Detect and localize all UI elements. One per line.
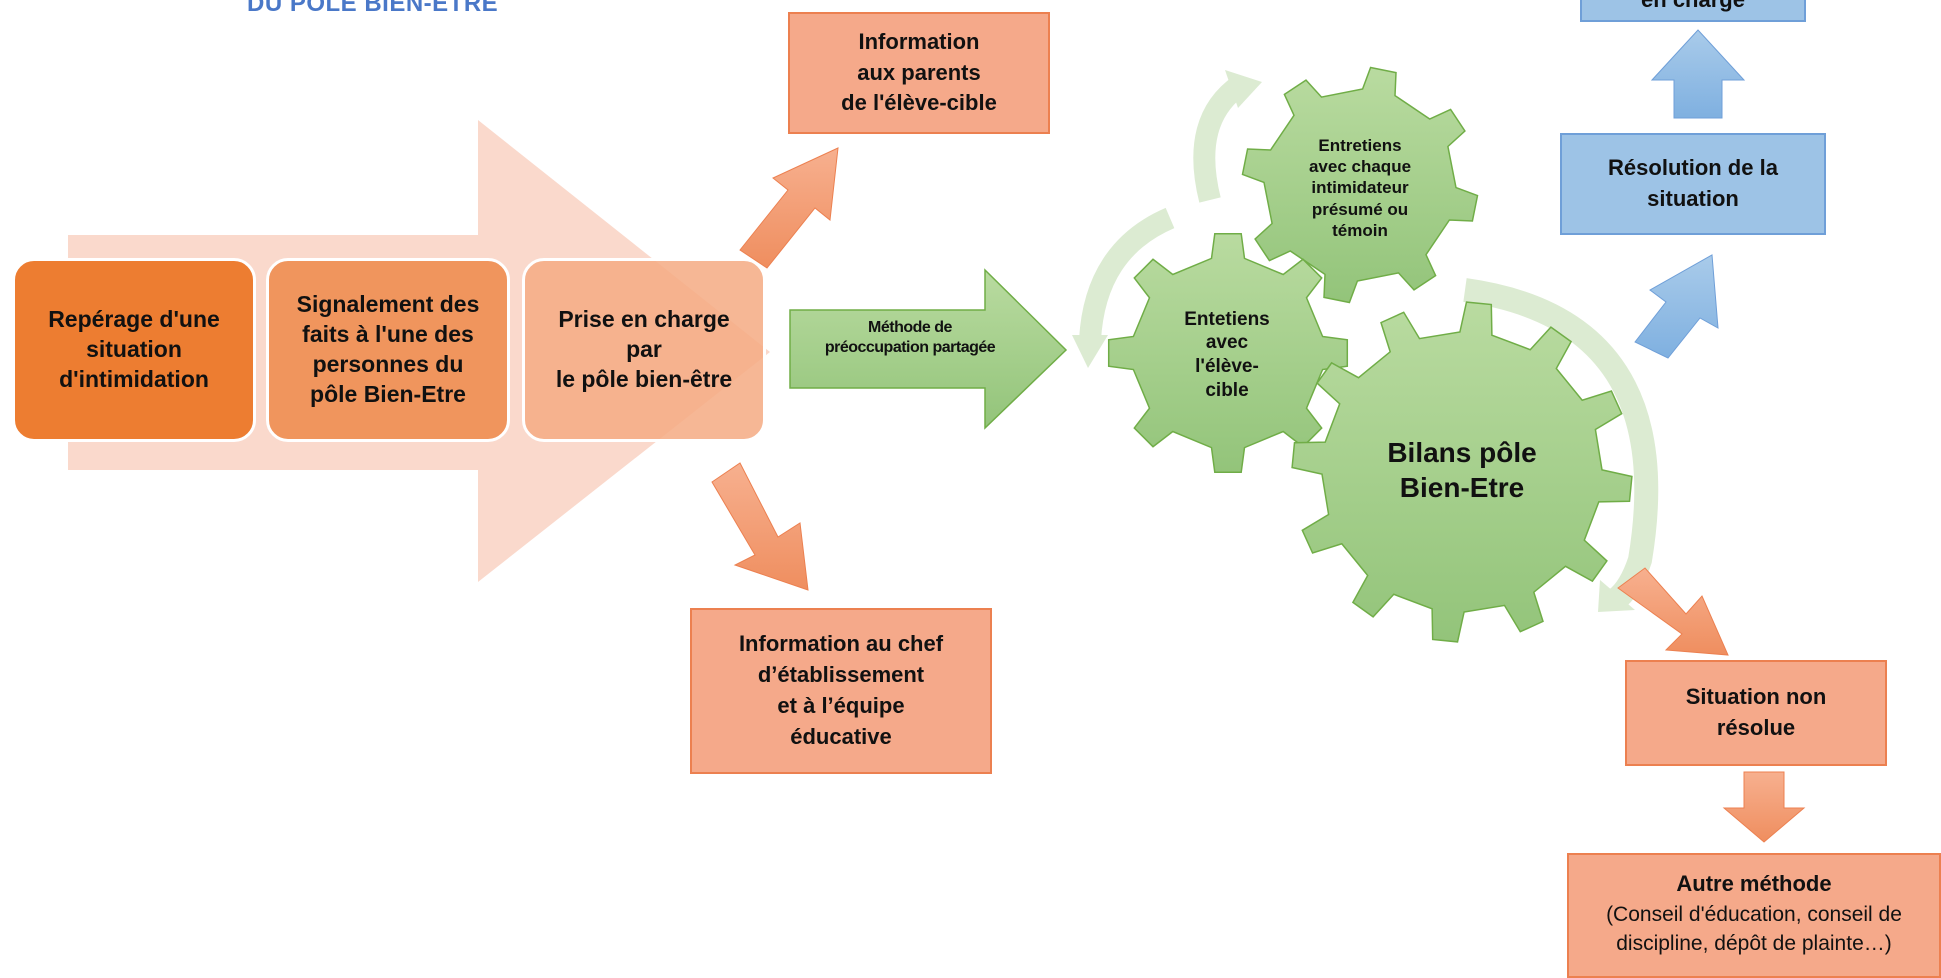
info-chef-line: d’établissement	[757, 662, 925, 688]
step-signalement-line: faits à l'une des	[302, 321, 474, 348]
gear-left-label-line: avec	[1205, 332, 1249, 354]
top-cut-box: en charge	[1580, 0, 1806, 22]
method-arrow	[789, 268, 1068, 430]
non-resolue-line: résolue	[1716, 715, 1796, 740]
step-prise-line: par	[626, 336, 662, 363]
gear-left-label: Entetiens avec l'élève- cible	[1147, 290, 1307, 420]
non-resolue-box: Situation non résolue	[1625, 660, 1887, 766]
method-label-line: Méthode de	[868, 319, 952, 336]
resolution-box: Résolution de la situation	[1560, 133, 1826, 235]
gear-left-label-line: cible	[1205, 379, 1249, 401]
step-signalement: Signalement des faits à l'une des person…	[266, 258, 510, 442]
gear-big-shape	[1291, 301, 1633, 643]
arrow-to-non-resolue	[1617, 567, 1729, 656]
method-label: Méthode de préoccupation partagée	[790, 318, 1030, 358]
arrow-to-resolution	[1634, 254, 1719, 359]
gear-big-label-line: Bilans pôle	[1387, 437, 1537, 468]
step-signalement-line: personnes du	[312, 351, 464, 377]
resolution-line: situation	[1647, 186, 1739, 211]
arrow-to-parents	[739, 147, 839, 269]
gear-top-label-line: témoin	[1332, 220, 1388, 240]
gear-big	[1291, 301, 1633, 643]
gear-top-label-line: avec chaque	[1308, 157, 1412, 177]
info-parents-line: aux parents	[857, 59, 981, 85]
gear-top-label: Entretiens avec chaque intimidateur prés…	[1270, 118, 1450, 258]
autre-methode-line: discipline, dépôt de plainte…)	[1616, 932, 1892, 956]
step-prise-line: le pôle bien-être	[555, 365, 733, 392]
step-signalement-line: Signalement des	[296, 291, 480, 318]
arrow-up-top	[1650, 29, 1746, 119]
gear-small-top	[1241, 66, 1479, 304]
gear-top-shape	[1241, 66, 1479, 304]
autre-methode-box: Autre méthode (Conseil d'éducation, cons…	[1567, 853, 1941, 978]
info-parents-line: Information	[858, 28, 980, 54]
arrow-to-autre	[1722, 771, 1806, 843]
diagram-title-fragment: DU PÔLE BIEN-ÊTRE	[247, 0, 499, 17]
step-reperage-line: situation	[86, 336, 182, 363]
cycle-arrow-left-head	[1072, 335, 1108, 368]
non-resolue-line: Situation non	[1685, 684, 1827, 710]
cycle-arrow-right-head	[1598, 580, 1635, 612]
autre-methode-line: (Conseil d'éducation, conseil de	[1606, 902, 1902, 926]
info-parents-line: de l'élève-cible	[841, 90, 997, 116]
method-label-line: préoccupation partagée	[824, 339, 996, 356]
gear-left-label-line: Entetiens	[1184, 308, 1270, 330]
gear-top-label-line: intimidateur	[1311, 178, 1409, 198]
gear-small-left	[1107, 232, 1349, 474]
autre-methode-heading: Autre méthode	[1676, 871, 1832, 896]
gear-top-label-line: Entretiens	[1318, 135, 1402, 155]
gear-big-label-line: Bien-Etre	[1399, 472, 1525, 503]
gear-top-label-line: présumé ou	[1311, 199, 1409, 219]
info-chef-line: et à l’équipe	[777, 693, 905, 718]
cycle-arrow-top-head	[1225, 70, 1262, 108]
gear-left-label-line: l'élève-	[1195, 356, 1259, 377]
gear-left-shape	[1107, 232, 1349, 474]
step-reperage-line: Repérage d'une	[48, 306, 220, 333]
info-chef-box: Information au chef d’établissement et à…	[690, 608, 992, 774]
gear-big-label: Bilans pôle Bien-Etre	[1352, 425, 1572, 515]
step-reperage: Repérage d'une situation d'intimidation	[12, 258, 256, 442]
cycle-arrow-top	[1193, 75, 1247, 203]
info-parents-box: Information aux parents de l'élève-cible	[788, 12, 1050, 134]
step-prise-en-charge: Prise en charge par le pôle bien-être	[522, 258, 766, 442]
step-prise-line: Prise en charge	[558, 306, 730, 333]
step-reperage-line: d'intimidation	[59, 365, 209, 392]
cycle-arrow-left	[1079, 207, 1175, 341]
top-cut-box-text: en charge	[1641, 0, 1745, 16]
arrow-to-chef	[711, 462, 809, 591]
info-chef-line: Information au chef	[738, 631, 944, 657]
step-signalement-line: pôle Bien-Etre	[310, 380, 466, 407]
resolution-line: Résolution de la	[1608, 155, 1778, 181]
info-chef-line: éducative	[790, 723, 892, 749]
